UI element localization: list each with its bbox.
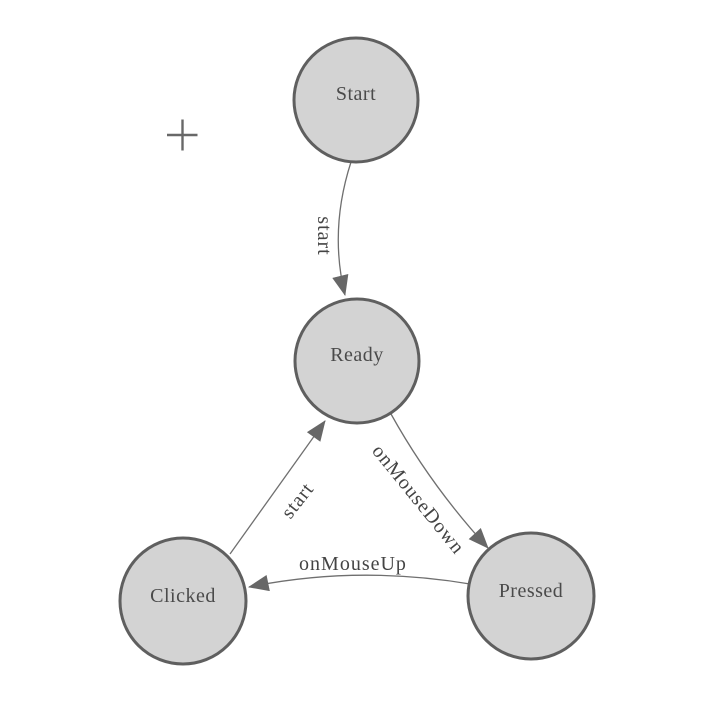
- state-node-start[interactable]: Start: [292, 36, 420, 164]
- node-label: Pressed: [499, 580, 564, 602]
- edge-line[interactable]: [247, 574, 471, 592]
- edge-label: onMouseUp: [299, 553, 407, 575]
- node-circle[interactable]: [118, 536, 248, 666]
- state-node-ready[interactable]: Ready: [293, 297, 421, 425]
- edge-ready-to-pressed[interactable]: onMouseDown: [367, 413, 489, 559]
- node-circle[interactable]: [466, 531, 596, 661]
- node-label: Clicked: [150, 585, 216, 607]
- plus-crosshair-icon: [167, 119, 198, 151]
- edge-clicked-to-ready[interactable]: start: [229, 420, 326, 555]
- node-label: Start: [336, 83, 376, 105]
- state-node-clicked[interactable]: Clicked: [118, 536, 248, 666]
- node-circle[interactable]: [292, 36, 420, 164]
- edge-line[interactable]: [390, 413, 489, 549]
- node-circle[interactable]: [293, 297, 421, 425]
- node-label: Ready: [330, 344, 384, 366]
- edge-pressed-to-clicked[interactable]: onMouseUp: [247, 553, 471, 592]
- state-node-pressed[interactable]: Pressed: [466, 531, 596, 661]
- edge-label: start: [313, 216, 335, 255]
- edge-line[interactable]: [229, 420, 326, 555]
- edge-label: start: [277, 478, 319, 523]
- edge-line[interactable]: [332, 161, 352, 297]
- edge-start-to-ready[interactable]: start: [313, 161, 352, 297]
